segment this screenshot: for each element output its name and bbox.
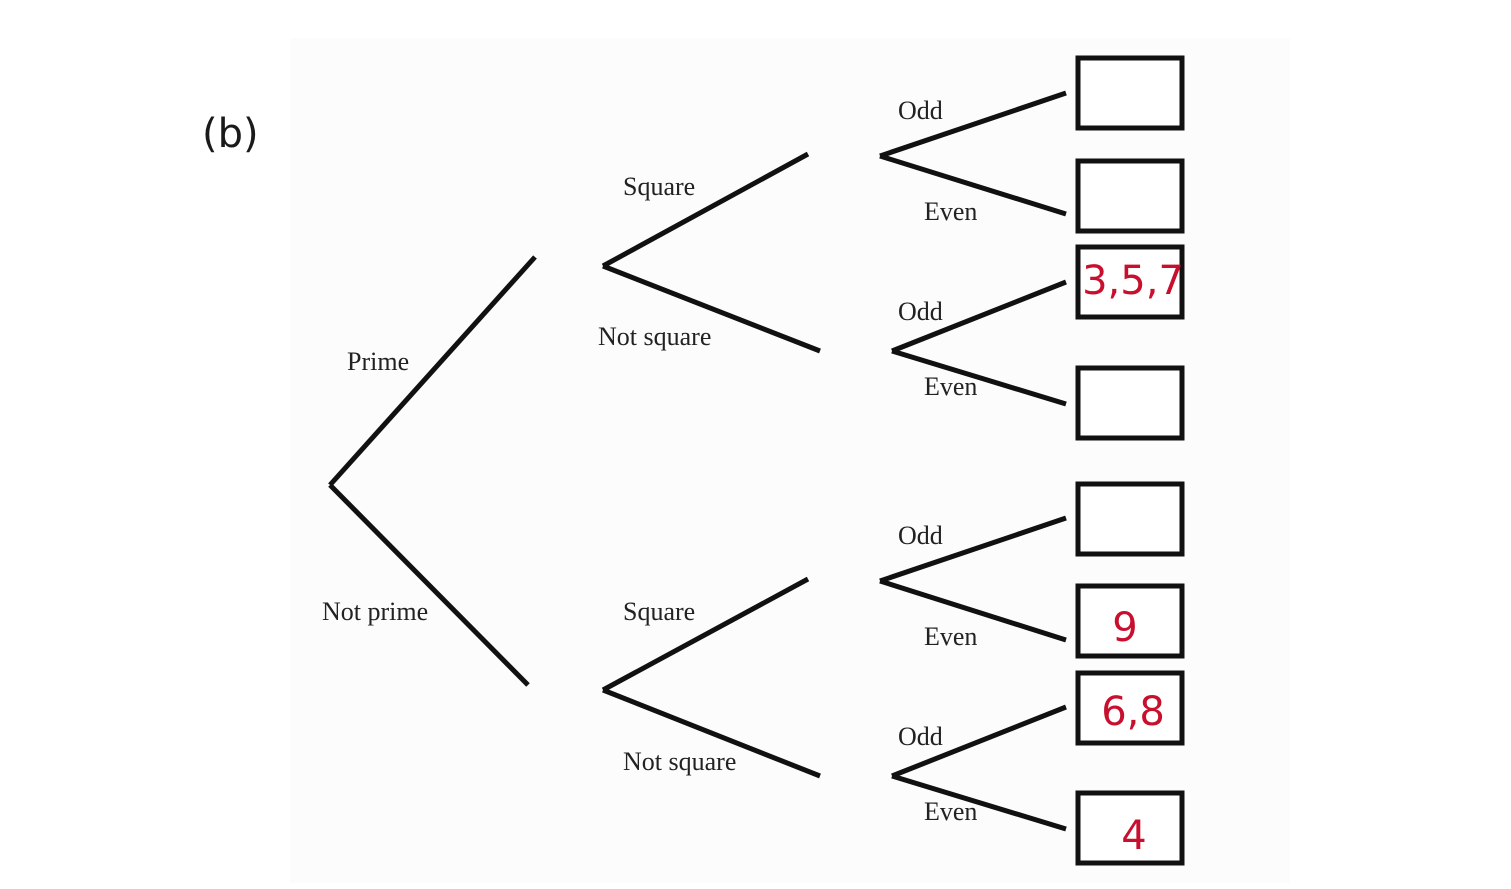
label-even-1: Even (924, 197, 977, 226)
edge-even-3 (879, 578, 1067, 643)
answer-text-7: 6,8 (1101, 689, 1165, 735)
label-even-2: Even (924, 372, 977, 401)
label-odd-2: Odd (898, 297, 943, 326)
label-even-3: Even (924, 622, 977, 651)
answer-box-5[interactable] (1075, 481, 1185, 557)
edge-odd-1 (879, 90, 1067, 159)
edge-prime (328, 255, 537, 487)
answer-box-3[interactable] (1075, 244, 1185, 320)
label-odd-1: Odd (898, 96, 943, 125)
label-prime-square: Square (623, 172, 695, 201)
answer-box-2[interactable] (1075, 158, 1185, 234)
edge-odd-3 (879, 515, 1067, 584)
label-even-4: Even (924, 797, 977, 826)
edge-even-2 (891, 348, 1067, 407)
part-label: (b) (202, 111, 259, 157)
label-odd-3: Odd (898, 521, 943, 550)
label-notprime-not-square: Not square (623, 747, 736, 776)
answer-box-6[interactable] (1075, 583, 1185, 659)
edge-prime-not-square (602, 263, 821, 354)
label-odd-4: Odd (898, 722, 943, 751)
edge-odd-4 (891, 704, 1067, 779)
edge-notprime-not-square (602, 687, 821, 779)
answer-text-6: 9 (1112, 605, 1137, 651)
answer-text-8: 4 (1121, 813, 1146, 859)
answer-box-4[interactable] (1075, 365, 1185, 441)
label-prime: Prime (347, 347, 409, 376)
answer-box-1[interactable] (1075, 55, 1185, 131)
label-not-prime: Not prime (322, 597, 428, 626)
edge-notprime-square (601, 576, 810, 693)
answer-box-8[interactable] (1075, 790, 1185, 866)
answer-box-7[interactable] (1075, 670, 1185, 746)
answer-text-3: 3,5,7 (1082, 258, 1184, 304)
edge-even-1 (879, 153, 1067, 217)
edge-even-4 (891, 773, 1067, 832)
edge-odd-2 (891, 279, 1067, 354)
label-prime-not-square: Not square (598, 322, 711, 351)
label-notprime-square: Square (623, 597, 695, 626)
edge-prime-square (601, 151, 810, 269)
edge-not-prime (328, 483, 530, 687)
